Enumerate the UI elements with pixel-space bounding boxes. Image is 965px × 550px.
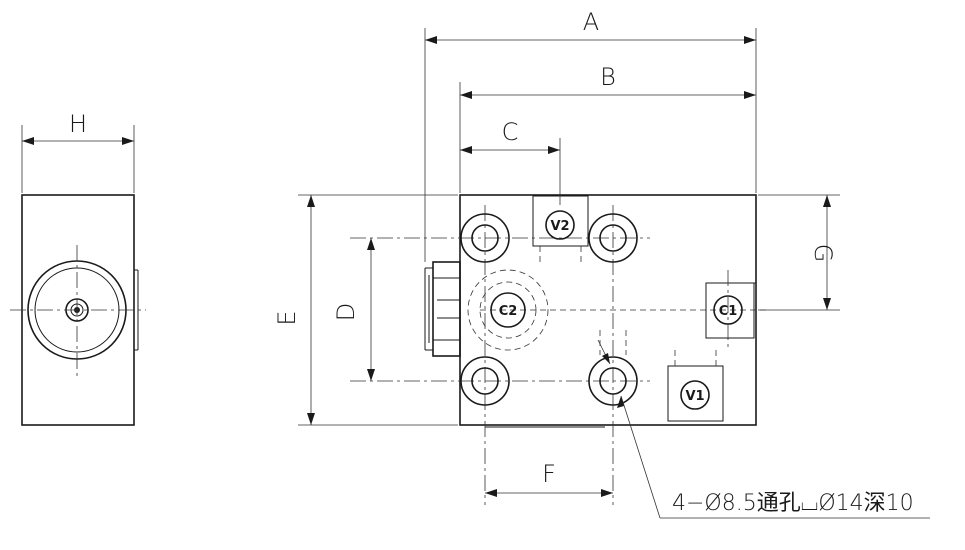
dimension-h-label: H	[69, 110, 87, 138]
dimension-e: E	[273, 194, 458, 426]
dimension-h: H	[21, 110, 135, 193]
dimension-e-label: E	[273, 310, 301, 325]
hex-plug	[424, 261, 461, 357]
port-c1-label: C1	[719, 304, 738, 319]
port-v2-label: V2	[550, 219, 569, 234]
dimension-a-label: A	[583, 8, 599, 36]
mounting-hole-bottom-right	[588, 356, 638, 406]
dimension-g: G	[758, 194, 840, 311]
dimension-f: F	[485, 460, 613, 497]
dimension-f-label: F	[542, 460, 556, 488]
front-view: V2 C2 C1 V1	[273, 8, 930, 519]
dimension-c-label: C	[502, 118, 519, 146]
mounting-hole-bottom-left	[460, 356, 510, 406]
port-c1: C1	[705, 282, 756, 339]
dimension-d: D	[332, 238, 375, 381]
mounting-hole-top-left	[460, 213, 510, 263]
dimension-g-label: G	[809, 244, 837, 263]
hole-note: 4−Ø8.5通孔⌴Ø14深10	[672, 491, 914, 516]
dimension-a: A	[424, 8, 757, 262]
port-v2: V2	[532, 195, 589, 262]
dimension-b: B	[459, 63, 756, 193]
dimension-d-label: D	[332, 303, 360, 321]
port-c2: C2	[467, 269, 549, 351]
mounting-hole-top-right	[588, 213, 638, 263]
port-v1-label: V1	[685, 389, 704, 404]
side-view: H	[10, 110, 146, 426]
port-c2-label: C2	[499, 304, 518, 319]
port-v1: V1	[667, 350, 724, 422]
dimension-b-label: B	[600, 63, 616, 91]
dimension-c: C	[460, 118, 561, 205]
hole-callout: 4−Ø8.5通孔⌴Ø14深10	[597, 339, 930, 519]
